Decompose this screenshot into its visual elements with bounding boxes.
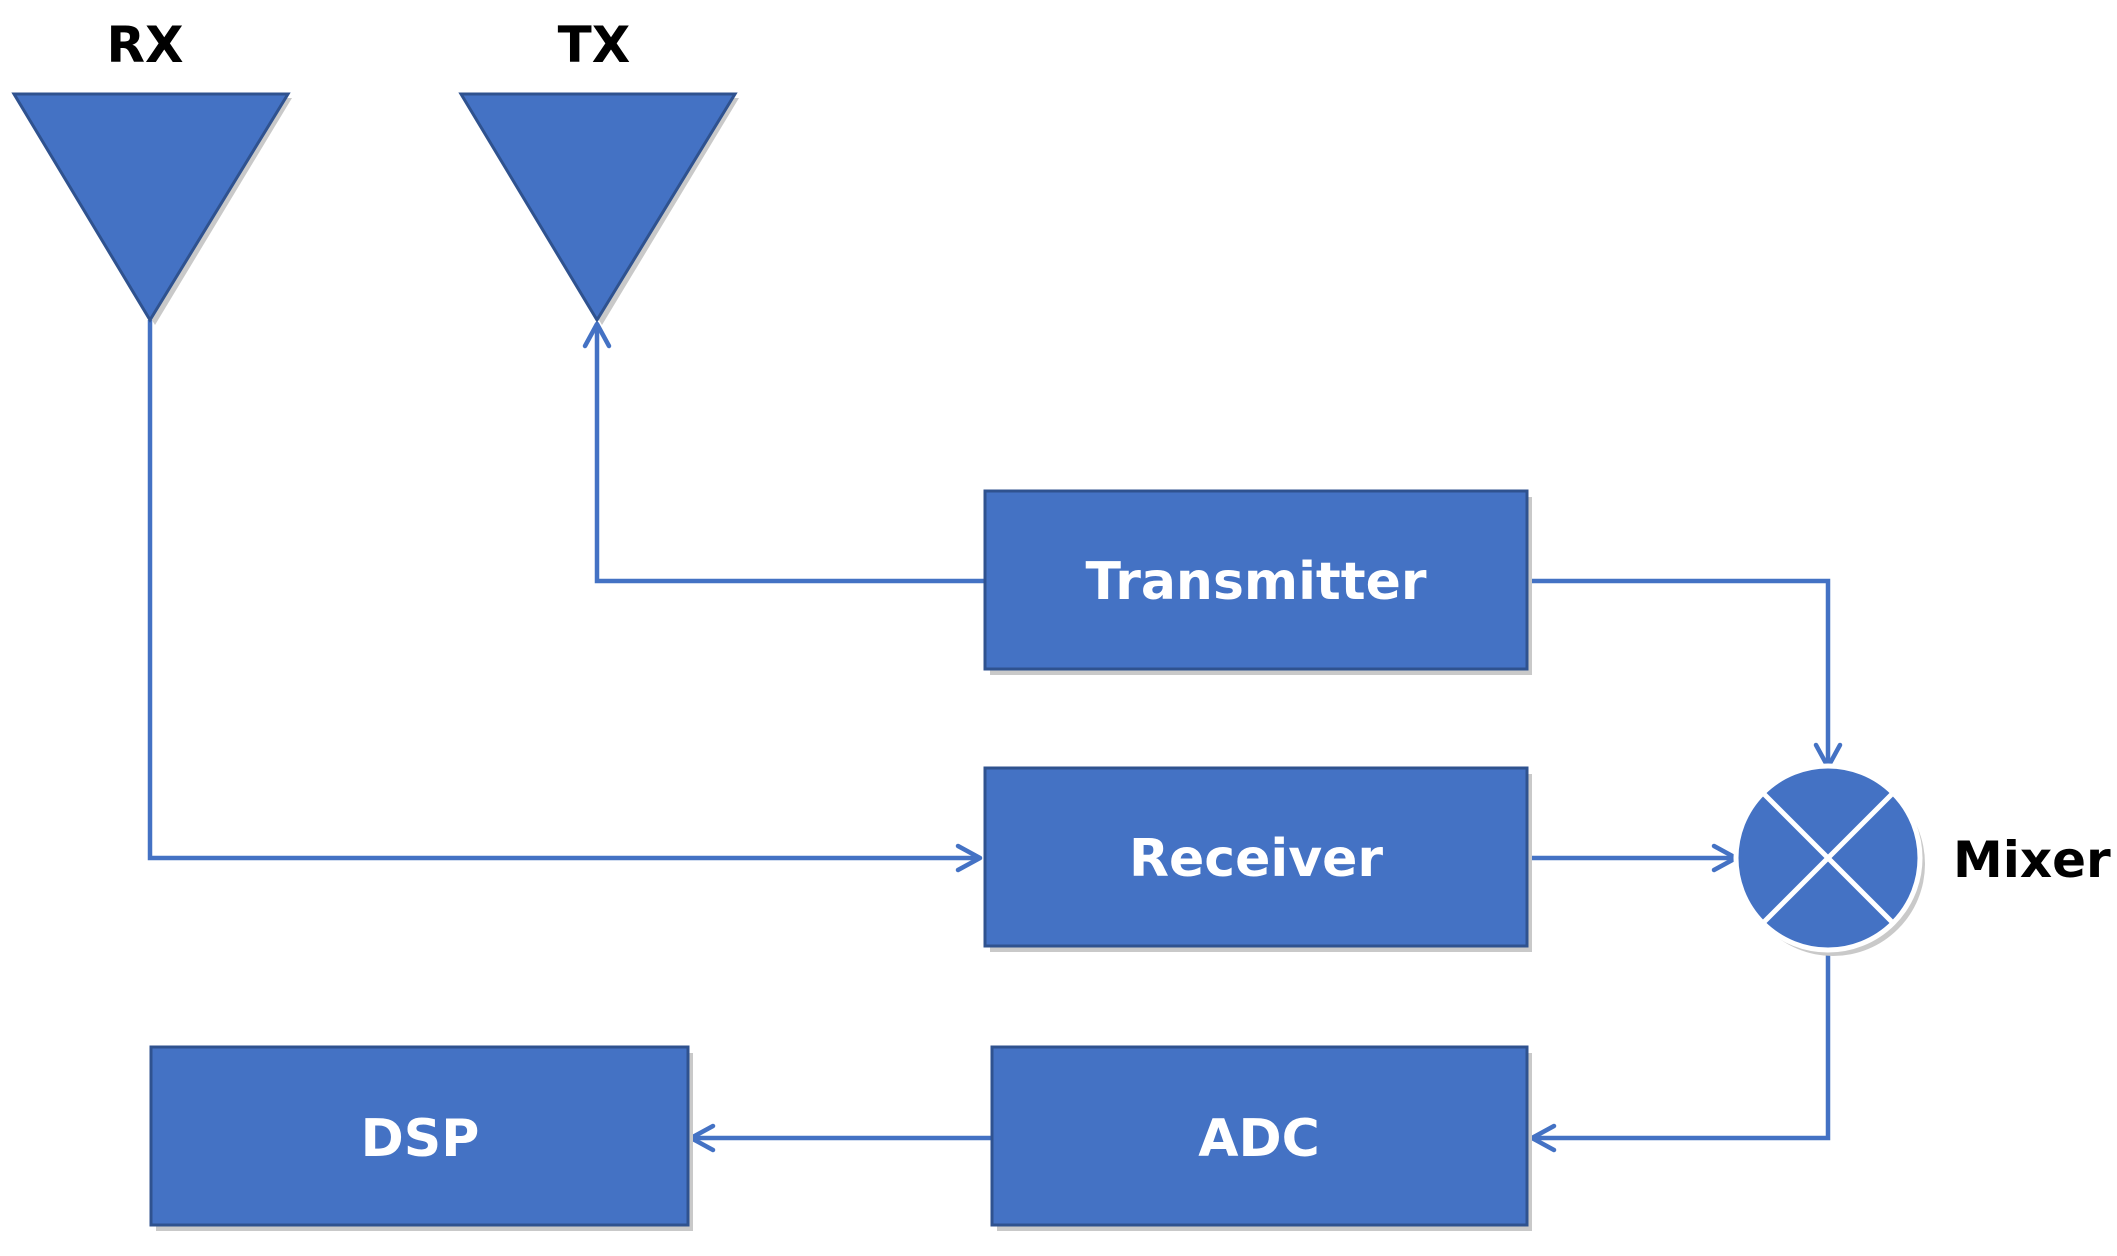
wire-transmitter-to-tx <box>594 326 985 584</box>
dsp-block: DSP <box>149 1045 693 1231</box>
adc-label: ADC <box>1198 1109 1320 1169</box>
rx-antenna <box>11 92 292 325</box>
receiver-block: Receiver <box>983 766 1532 952</box>
adc-block: ADC <box>990 1045 1532 1231</box>
wire-mixer-to-adc <box>1534 951 1831 1141</box>
mixer-node <box>1733 763 1925 956</box>
arrowhead-receiver-in <box>955 843 983 873</box>
mixer-cross-icon <box>1761 791 1895 925</box>
tx-antenna <box>458 92 739 325</box>
wire-rx-to-receiver <box>147 320 978 861</box>
wire-transmitter-to-mixer <box>1527 578 1831 765</box>
tx-antenna-icon <box>458 92 738 323</box>
arrowhead-tx-in <box>582 321 612 349</box>
transmitter-label: Transmitter <box>1085 552 1426 612</box>
mixer-label: Mixer <box>1953 831 2111 889</box>
dsp-label: DSP <box>361 1109 480 1169</box>
rx-antenna-label: RX <box>106 16 183 74</box>
rx-antenna-icon <box>11 92 291 323</box>
tx-antenna-label: TX <box>558 16 631 74</box>
receiver-label: Receiver <box>1129 829 1383 889</box>
transmitter-block: Transmitter <box>983 489 1532 675</box>
